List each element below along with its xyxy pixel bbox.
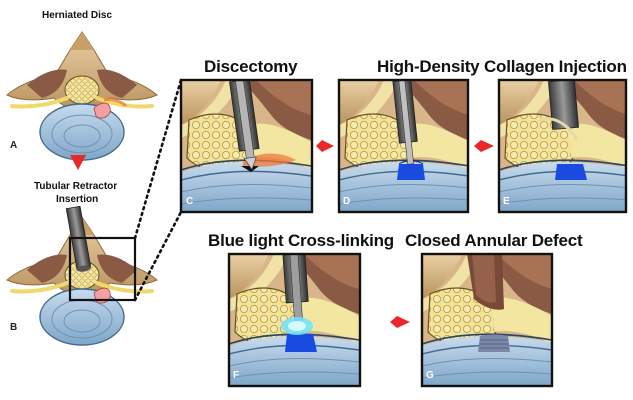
panel-c-frame [179,78,314,214]
closed-annular-title: Closed Annular Defect [405,231,583,250]
discectomy-title: Discectomy [204,57,298,76]
panel-letter-d: D [343,196,351,207]
panel-c-image [181,80,312,212]
arrow-d-e [474,140,494,152]
zoom-connector-top [133,78,183,240]
panel-letter-e: E [503,196,510,207]
discectomy-instrument-icon [229,80,260,171]
panel-letter-f: F [233,370,240,381]
panel-d-frame [337,78,470,214]
arrow-f-g [390,316,410,328]
panel-f-image [229,254,360,386]
panel-a-vertebra-image [5,30,159,162]
panel-letter-c: C [186,196,194,207]
retractor-tube-icon [548,80,579,130]
panel-e-image [499,80,626,212]
down-arrow [70,155,86,170]
arrow-c-d [316,140,334,152]
zoom-connector-bottom [133,210,183,302]
panel-f-frame [227,252,362,388]
collagen-injection-title: High-Density Collagen Injection [377,57,627,76]
light-probe-icon [282,254,309,321]
panel-letter-g: G [426,370,434,381]
panel-d-image [339,80,468,212]
herniated-disc-label: Herniated Disc [42,10,113,21]
tubular-retractor-label: Tubular Retractor [34,181,118,192]
injection-needle-icon [392,80,418,165]
panel-g-image [422,254,552,386]
panel-e-frame [497,78,628,214]
panel-letter-a: A [10,140,18,151]
panel-g-frame [420,252,554,388]
insertion-label: Insertion [56,194,99,205]
blue-light-title: Blue light Cross-linking [208,231,394,250]
zoom-box [68,236,137,302]
panel-letter-b: B [10,322,18,333]
